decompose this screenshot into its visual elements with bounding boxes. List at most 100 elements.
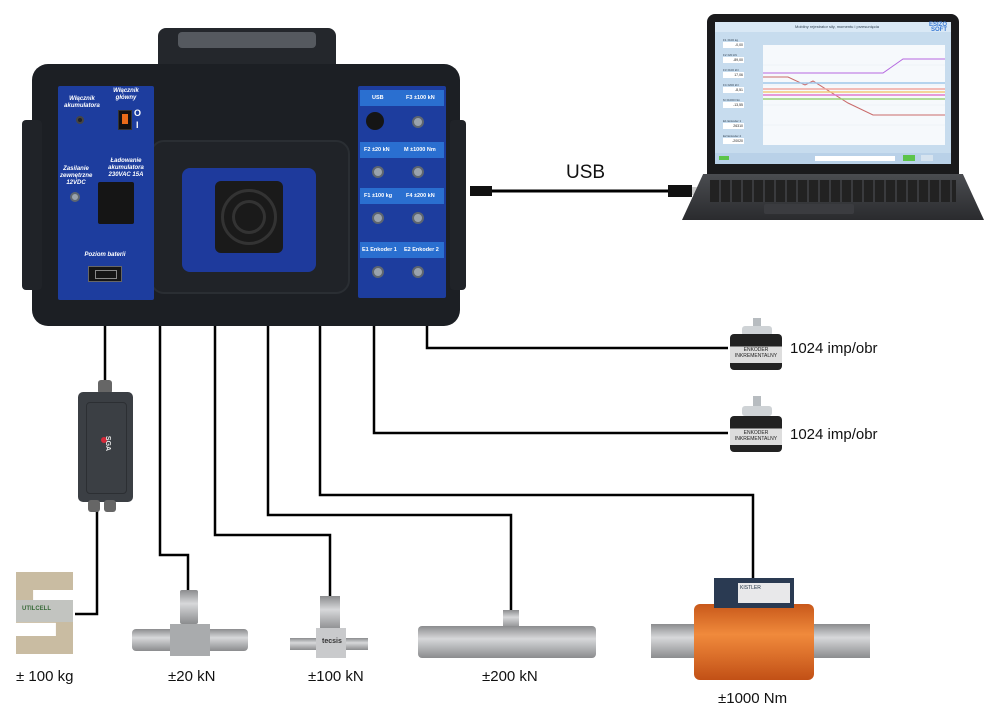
f4-neck xyxy=(503,610,519,628)
main-switch-label: Włącznik główny xyxy=(113,88,139,101)
cable-f4 xyxy=(266,318,513,612)
readout-label: M ±1000 Nm xyxy=(723,98,741,102)
amplifier-logo-dot xyxy=(101,437,107,443)
usb-port[interactable] xyxy=(366,112,384,130)
charging-label: Ładowanie akumulatora 230VAC 15A xyxy=(108,158,144,178)
battery-level-indicator xyxy=(88,266,122,282)
f3-brand: tecsis xyxy=(322,638,342,645)
port-label-m: M ±1000 Nm xyxy=(404,147,436,153)
app-status-bar xyxy=(715,153,951,164)
cable-encoder-2 xyxy=(372,318,728,435)
left-control-panel: Włącznik akumulatora Włącznik główny O I… xyxy=(58,86,154,300)
encoder-body xyxy=(730,334,782,370)
live-plot xyxy=(763,45,945,145)
main-power-switch[interactable] xyxy=(118,110,132,130)
torque-brand: KISTLER xyxy=(738,583,790,603)
sensor-label-100kg: ± 100 kg xyxy=(16,668,74,685)
switch-on-mark: O xyxy=(134,108,142,118)
f3-block xyxy=(316,628,346,658)
s-beam-brand: UTILCELL xyxy=(22,606,51,612)
encoder-shaft xyxy=(753,318,761,328)
encoder-flange xyxy=(742,326,772,336)
app-logo-line1: ESIZO xyxy=(928,22,947,28)
readout-label: F3 ±100 kN xyxy=(723,68,739,72)
start-button[interactable] xyxy=(903,155,915,161)
port-label-usb: USB xyxy=(372,95,384,101)
readout-value: -8,51 xyxy=(723,87,744,93)
app-header: Mobilny rejestrator siły, momentu i prze… xyxy=(715,22,951,33)
sensor-label-20kn: ±20 kN xyxy=(168,668,216,685)
cable-gland-top xyxy=(98,380,112,394)
sensor-label-100kn: ±100 kN xyxy=(308,668,364,685)
f2-neck xyxy=(180,590,198,624)
iec-power-socket[interactable] xyxy=(98,182,134,224)
laptop-display: Mobilny rejestrator siły, momentu i prze… xyxy=(715,22,951,164)
readout-label: F1 ±100 kg xyxy=(723,38,738,42)
readout-value: -13,55 xyxy=(723,102,744,108)
app-logo-line2: SOFT xyxy=(931,27,947,33)
case-handle-grip xyxy=(178,32,316,48)
external-power-label: Zasilanie zewnętrzne 12VDC xyxy=(60,166,93,186)
connector-m[interactable] xyxy=(412,166,424,178)
readout-value: -20020 xyxy=(723,138,744,144)
usb-plug-case xyxy=(470,186,492,196)
readout-value: -0,00 xyxy=(723,42,744,48)
f2-block xyxy=(170,624,210,656)
f3-neck xyxy=(320,596,340,630)
encoder-shaft xyxy=(753,396,761,406)
connector-f1[interactable] xyxy=(372,212,384,224)
battery-switch-button[interactable] xyxy=(76,116,84,124)
connector-e1[interactable] xyxy=(372,266,384,278)
port-row-2: F2 ±20 kN M ±1000 Nm xyxy=(360,142,444,158)
app-logo: ESIZO SOFT xyxy=(928,22,947,33)
laptop-keyboard xyxy=(710,180,956,202)
usb-label: USB xyxy=(566,162,606,183)
port-label-e2: E2 Enkoder 2 xyxy=(404,247,439,253)
cable-f2 xyxy=(158,318,190,590)
readout-label: F2 ±20 kN xyxy=(723,53,737,57)
port-label-e1: E1 Enkoder 1 xyxy=(362,247,397,253)
laptop-touchpad xyxy=(764,204,854,214)
connector-f3[interactable] xyxy=(412,116,424,128)
connection-status-icon xyxy=(719,156,729,160)
cable-gland-bottom-1 xyxy=(88,500,100,512)
amplifier-recess xyxy=(86,402,127,494)
external-power-socket[interactable] xyxy=(70,192,80,202)
port-label-f3: F3 ±100 kN xyxy=(406,95,435,101)
readout-label: E1 Enkoder 1 xyxy=(723,119,742,123)
case-latch-left xyxy=(22,120,42,290)
readout-label: E2 Enkoder 2 xyxy=(723,134,742,138)
encoder-body xyxy=(730,416,782,452)
port-label-f4: F4 ±200 kN xyxy=(406,193,435,199)
connector-e2[interactable] xyxy=(412,266,424,278)
app-title: Mobilny rejestrator siły, momentu i prze… xyxy=(795,24,879,29)
port-label-f1: F1 ±100 kg xyxy=(364,193,393,199)
connector-f2[interactable] xyxy=(372,166,384,178)
progress-field xyxy=(815,156,895,161)
plot-series-line xyxy=(763,58,945,74)
port-row-1: USB F3 ±100 kN xyxy=(360,90,444,106)
f4-body xyxy=(418,626,596,658)
fan-icon xyxy=(215,181,283,253)
plot-series-line xyxy=(763,76,945,116)
s-beam-plate xyxy=(16,600,73,622)
cable-gland-bottom-2 xyxy=(104,500,116,512)
case-latch-right xyxy=(450,120,466,290)
encoder-name: ENKODER INKREMENTALNY xyxy=(734,347,778,359)
port-label-f2: F2 ±20 kN xyxy=(364,147,390,153)
port-row-4: E1 Enkoder 1 E2 Enkoder 2 xyxy=(360,242,444,258)
sensor-label-1000nm: ±1000 Nm xyxy=(718,690,788,707)
switch-off-mark: I xyxy=(136,120,139,130)
usb-plug-laptop xyxy=(668,185,692,197)
cable-torque xyxy=(318,318,755,578)
connector-f4[interactable] xyxy=(412,212,424,224)
port-row-3: F1 ±100 kg F4 ±200 kN xyxy=(360,188,444,204)
battery-switch-label: Włącznik akumulatora xyxy=(64,96,100,109)
amplifier-housing xyxy=(78,392,133,502)
amplifier-brand: SGA xyxy=(104,435,112,452)
stop-button[interactable] xyxy=(921,155,933,161)
readout-value: 17,06 xyxy=(723,72,744,78)
readout-value: 26310 xyxy=(723,123,744,129)
right-connector-panel: USB F3 ±100 kN F2 ±20 kN M ±1000 Nm F1 ±… xyxy=(358,86,446,298)
